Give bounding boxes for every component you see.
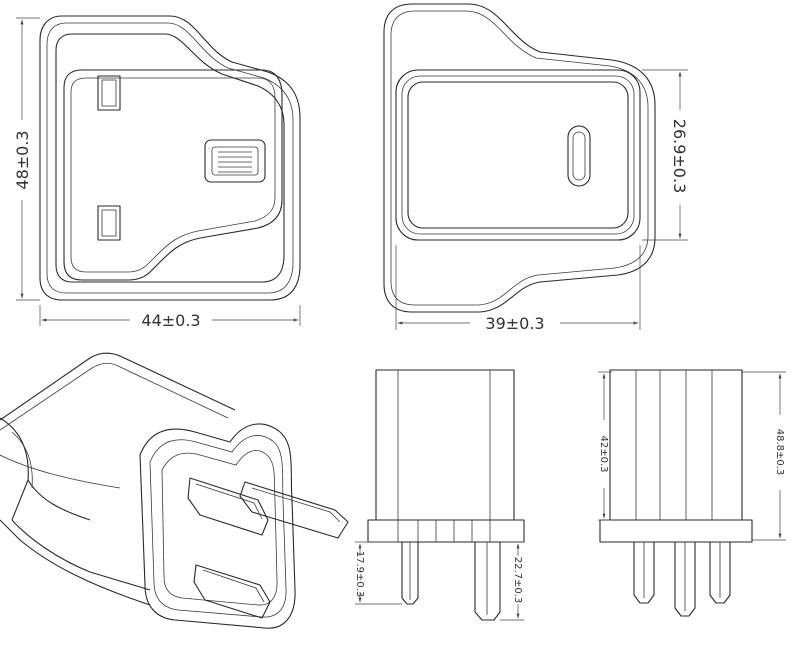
dimension-48-8: 48.8±0.3 <box>742 371 786 541</box>
dim-label-17-9: 17.9±0.3 <box>354 551 365 598</box>
dim-label-48-8: 48.8±0.3 <box>774 429 785 476</box>
dimension-26-9: 26.9±0.3 <box>642 69 689 241</box>
front-face-view <box>383 3 656 313</box>
isometric-view <box>0 352 349 629</box>
dimension-width-44: 44±0.3 <box>39 305 301 330</box>
dim-label-44: 44±0.3 <box>141 311 200 330</box>
side-view-left <box>367 369 525 621</box>
dim-label-42: 42±0.3 <box>598 435 609 472</box>
side-view-right <box>599 369 753 617</box>
dimension-39: 39±0.3 <box>395 245 641 333</box>
dimension-17-9: 17.9±0.3 <box>354 541 402 605</box>
dimension-height-48: 48±0.3 <box>13 17 40 301</box>
dim-label-39: 39±0.3 <box>485 314 544 333</box>
dim-label-22-7: 22.7±0.3 <box>512 557 523 604</box>
dimension-42: 42±0.3 <box>598 371 612 521</box>
dimension-22-7: 22.7±0.3 <box>500 541 524 621</box>
dim-label-48: 48±0.3 <box>13 130 32 189</box>
pin-side-view <box>39 15 301 301</box>
dim-label-26-9: 26.9±0.3 <box>670 119 689 193</box>
